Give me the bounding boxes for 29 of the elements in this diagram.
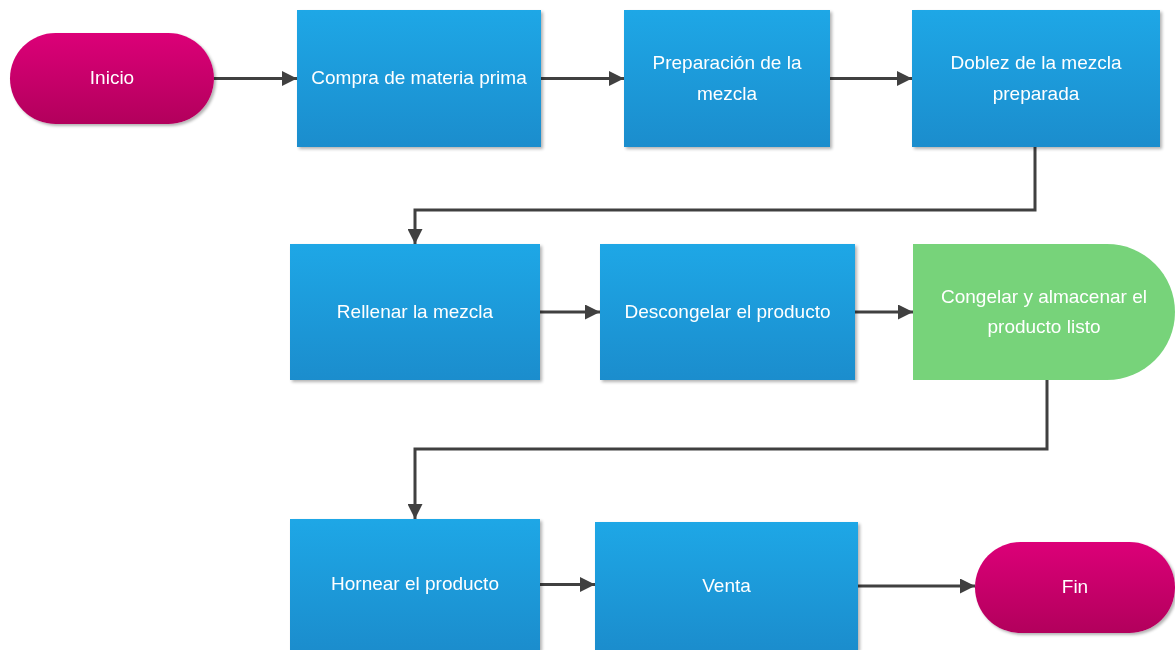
arrow (855, 304, 913, 320)
delay-shape (913, 244, 1175, 380)
node-label: Hornear el producto (331, 572, 499, 597)
node-label: Doblez de la mezcla preparada (949, 51, 1123, 106)
node-label: Compra de materia prima (311, 66, 527, 91)
node-label: Inicio (89, 66, 135, 91)
arrow (830, 71, 912, 86)
arrow (214, 71, 297, 86)
terminal-pill (10, 33, 214, 124)
arrow (540, 577, 595, 592)
arrow (541, 71, 624, 86)
node-label: Fin (1061, 575, 1089, 600)
arrow (858, 578, 975, 594)
node-label: Congelar y almacenar el producto listo (940, 284, 1148, 339)
process-box (600, 244, 855, 380)
terminal-pill (975, 542, 1175, 633)
process-box (912, 10, 1160, 147)
arrow (407, 380, 1049, 519)
process-box (297, 10, 541, 147)
process-box (595, 522, 858, 650)
node-label: Rellenar la mezcla (336, 299, 494, 324)
process-box (290, 244, 540, 380)
arrow (407, 147, 1037, 244)
node-label: Descongelar el producto (624, 299, 831, 324)
process-box (624, 10, 830, 147)
process-box (290, 519, 540, 650)
node-label: Preparación de la mezcla (651, 51, 803, 106)
node-label: Venta (702, 573, 751, 598)
arrow (540, 304, 600, 320)
